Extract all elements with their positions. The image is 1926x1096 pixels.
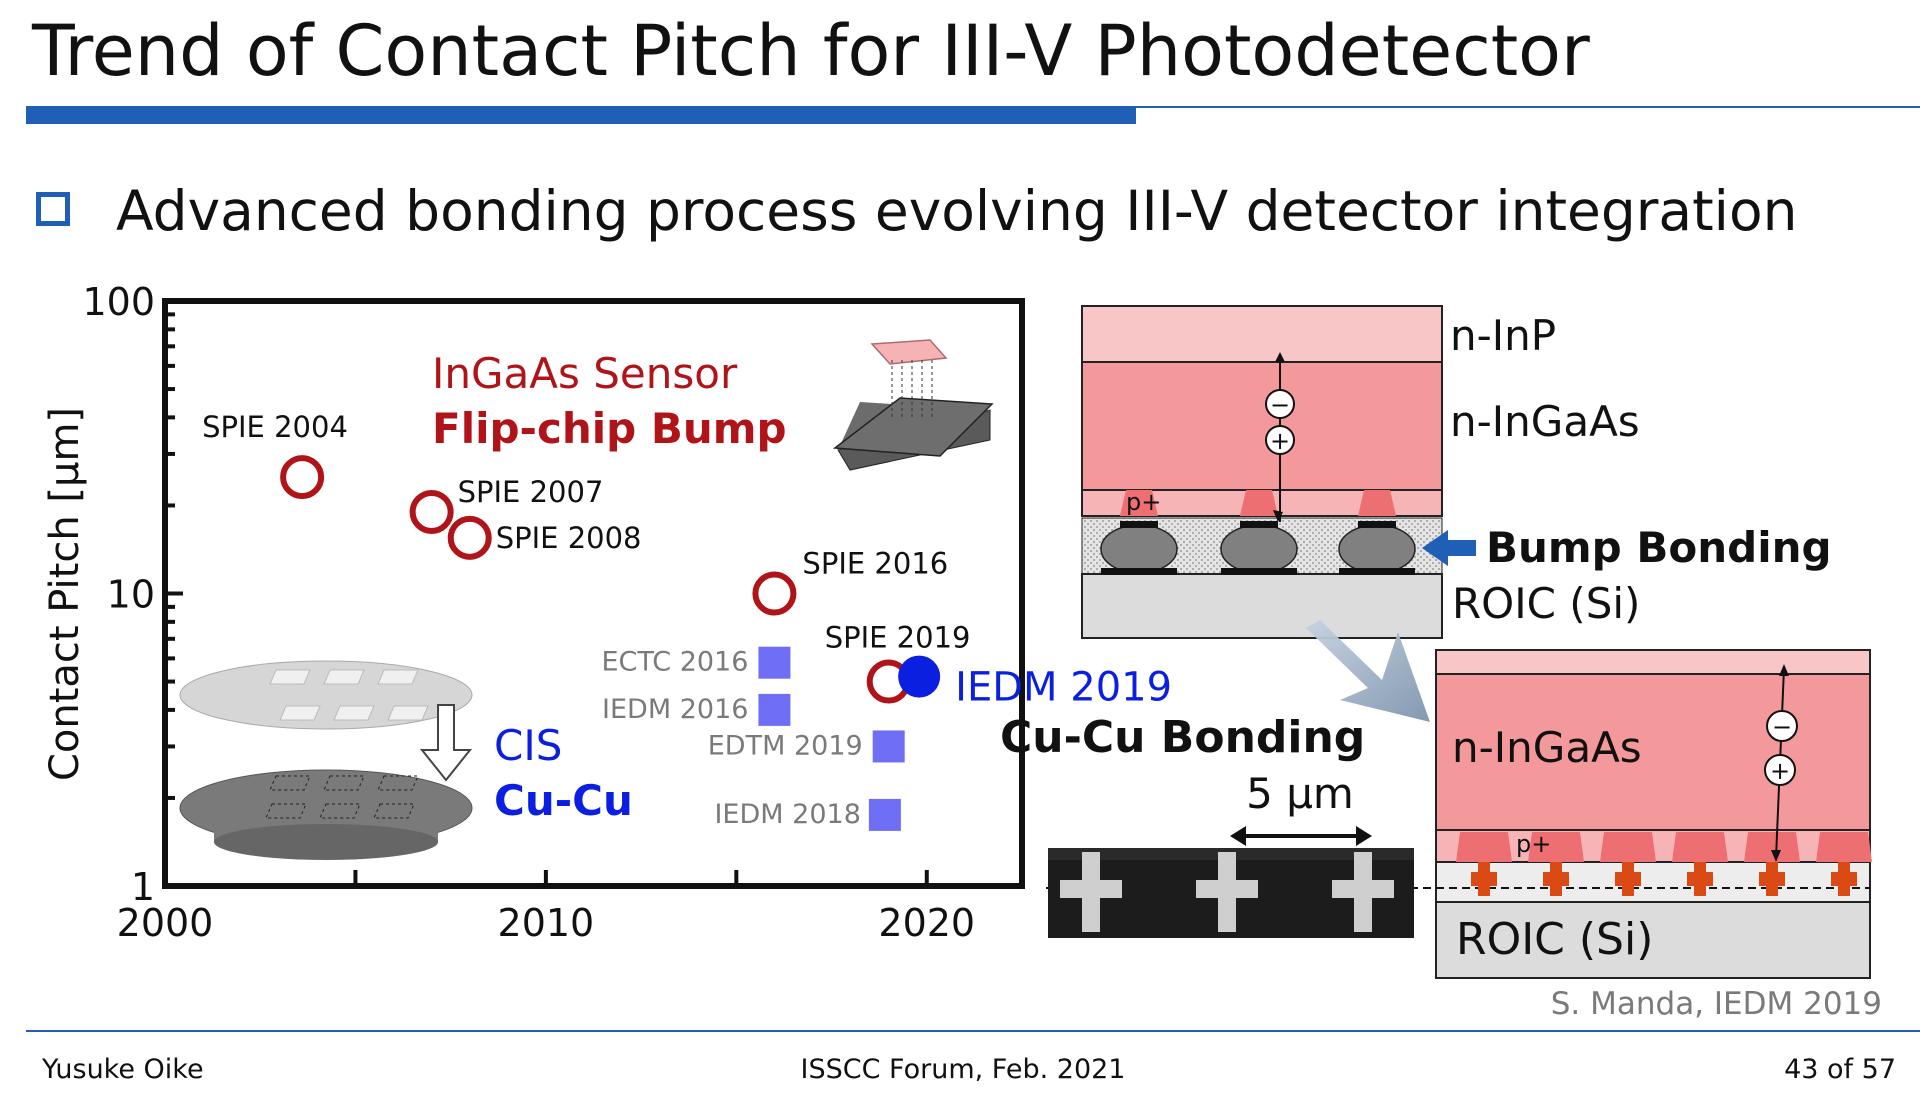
data-label: SPIE 2007: [458, 475, 604, 509]
data-point-open-circle: [447, 515, 492, 560]
data-label: IEDM 2018: [714, 799, 860, 830]
y-axis-label: Contact Pitch [μm]: [42, 407, 88, 781]
data-label: EDTM 2019: [708, 730, 863, 761]
data-point-filled-circle: [898, 655, 941, 698]
title-underline-accent: [26, 106, 1136, 124]
data-point-open-circle: [409, 489, 454, 534]
data-point-square: [758, 693, 791, 726]
slide-title: Trend of Contact Pitch for III-V Photode…: [32, 10, 1590, 92]
data-label: SPIE 2004: [202, 410, 348, 444]
footer-event: ISSCC Forum, Feb. 2021: [800, 1054, 1126, 1085]
y-tick-label: 1: [131, 865, 155, 909]
data-point-open-circle: [280, 455, 325, 500]
top-wafer-icon: [179, 660, 473, 730]
data-point-square: [758, 646, 791, 679]
data-point-open-circle: [752, 571, 797, 616]
bullet-text: Advanced bonding process evolving III-V …: [116, 179, 1798, 243]
y-tick-label: 100: [82, 280, 155, 324]
data-label: SPIE 2008: [496, 521, 642, 555]
x-tick-label: 2020: [878, 901, 975, 945]
group-subtitle-cucu: Cu-Cu: [494, 776, 633, 825]
footer-author: Yusuke Oike: [42, 1054, 204, 1085]
group-title-cis: CIS: [494, 721, 562, 770]
group-title-ingaas: InGaAs Sensor: [432, 349, 738, 398]
bullet-square-icon: [36, 192, 70, 226]
footer-page-number: 43 of 57: [1784, 1054, 1896, 1085]
data-label: SPIE 2016: [802, 547, 948, 581]
data-point-square: [872, 730, 905, 763]
data-label: SPIE 2019: [825, 621, 971, 655]
x-tick-label: 2000: [117, 901, 214, 945]
x-tick-label: 2010: [498, 901, 595, 945]
footer-rule: [26, 1030, 1920, 1032]
y-tick-label: 10: [107, 573, 155, 617]
down-arrow-icon: [419, 704, 473, 782]
data-point-square: [868, 798, 901, 831]
chart-root: 1 10 100 2000 2010 2020 Contact Pitch [μm] InGa…: [42, 280, 1172, 945]
data-label: IEDM 2019: [955, 665, 1172, 711]
group-subtitle-flipchip: Flip-chip Bump: [432, 404, 787, 453]
sensor-die-icon: [870, 339, 948, 365]
data-label: IEDM 2016: [602, 694, 748, 725]
data-label: ECTC 2016: [601, 647, 748, 678]
title-underline-rule: [1136, 106, 1920, 108]
